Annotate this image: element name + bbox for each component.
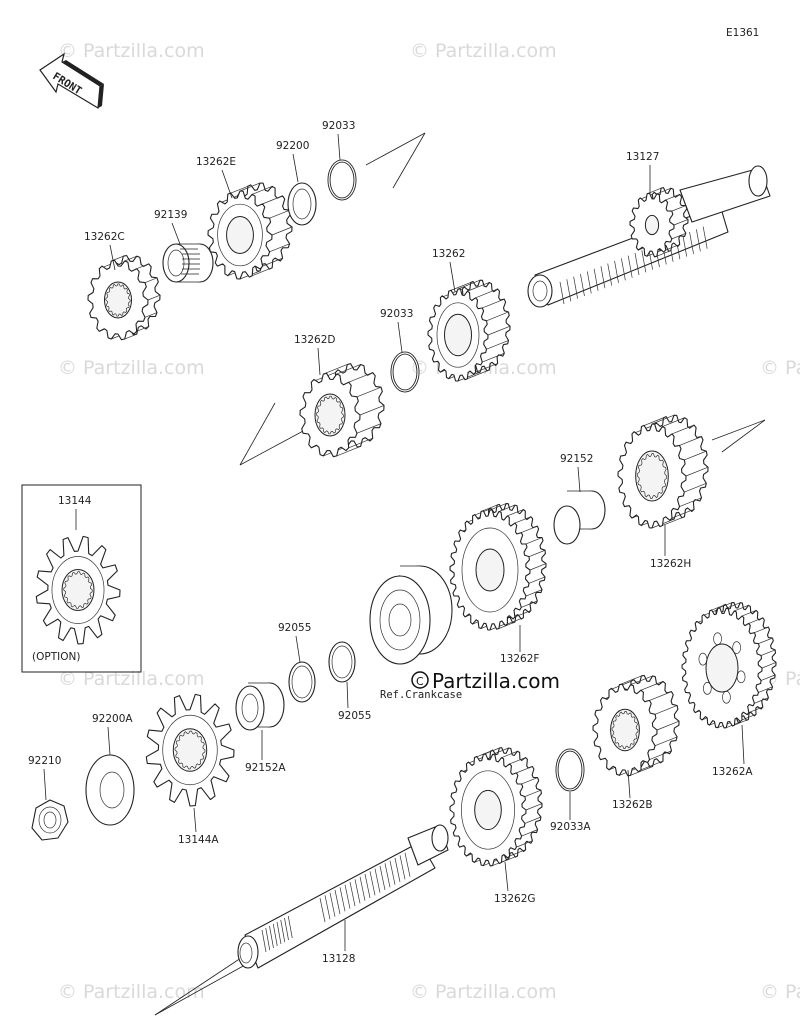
part-labels: 92033 92200 13262E 92139 13262C 13127 13…	[28, 120, 753, 965]
watermark: © Partzilla.com	[410, 981, 557, 1003]
part-label-13262: 13262	[432, 248, 465, 260]
gear-13262F-icon	[449, 503, 547, 631]
part-label-13127: 13127	[626, 151, 659, 163]
part-label-13262A: 13262A	[712, 766, 753, 778]
washer-92055-icon	[328, 641, 356, 683]
gear-13262H-icon	[617, 414, 709, 529]
option-box: (OPTION)	[21, 484, 142, 673]
part-label-13128: 13128	[322, 953, 355, 965]
bearing-92139-icon	[162, 243, 214, 283]
brand-logo: C Partzilla.com	[411, 669, 560, 693]
part-label-92152: 92152	[560, 453, 593, 465]
part-label-92139: 92139	[154, 209, 187, 221]
watermark: © Partzilla.com	[760, 357, 800, 379]
front-arrow-icon: FRONT	[39, 52, 104, 110]
gear-13262G-icon	[449, 747, 543, 867]
shaft-13127-icon	[527, 165, 771, 308]
part-label-13262E: 13262E	[196, 156, 236, 168]
part-label-13262H: 13262H	[650, 558, 691, 570]
gear-13262-icon	[427, 279, 511, 382]
part-label-13262C: 13262C	[84, 231, 125, 243]
gear-13262A-icon	[681, 601, 777, 729]
watermark: © Partzilla.com	[58, 981, 205, 1003]
collar-92152-icon	[553, 490, 606, 545]
part-label-92033b: 92033	[380, 308, 413, 320]
watermark: © Partzilla.com	[58, 40, 205, 62]
part-label-92033A: 92033A	[550, 821, 591, 833]
upper-axis-lines	[239, 132, 766, 466]
circlip-92033-icon	[390, 351, 420, 393]
part-label-13144A: 13144A	[178, 834, 219, 846]
gear-13262B-icon	[592, 674, 680, 777]
shaft-13128-icon	[154, 824, 449, 1016]
brand-name: Partzilla.com	[432, 669, 560, 693]
part-label-92210: 92210	[28, 755, 61, 767]
part-label-13262F: 13262F	[500, 653, 539, 665]
ref-crankcase-label: Ref.Crankcase	[380, 689, 462, 701]
diagram-code: E1361	[726, 27, 759, 39]
part-label-92152A: 92152A	[245, 762, 286, 774]
ball-bearing-icon	[369, 565, 453, 665]
washer-92200-icon	[287, 182, 317, 226]
option-label: (OPTION)	[32, 651, 80, 663]
collar-92152A-icon	[235, 682, 285, 731]
part-label-13262B: 13262B	[612, 799, 653, 811]
part-label-92200A: 92200A	[92, 713, 133, 725]
sprocket-13144A-icon	[145, 693, 235, 807]
nut-92210-icon	[31, 799, 69, 841]
watermark: © Partzilla.com	[760, 981, 800, 1003]
part-label-13262G: 13262G	[494, 893, 536, 905]
circlip-92033-icon	[327, 159, 357, 201]
washer-92055-icon	[288, 661, 316, 703]
watermark: © Partzilla.com	[410, 40, 557, 62]
washer-92200A-icon	[85, 754, 135, 826]
part-label-92033: 92033	[322, 120, 355, 132]
watermark: © Partzilla.com	[58, 357, 205, 379]
part-label-92200: 92200	[276, 140, 309, 152]
watermark: © Partzilla.com	[58, 668, 205, 690]
svg-text:C: C	[416, 675, 424, 688]
gear-13262D-icon	[299, 363, 385, 458]
part-label-13262D: 13262D	[294, 334, 336, 346]
gear-13262C-icon	[87, 254, 161, 341]
part-label-92055a: 92055	[278, 622, 311, 634]
part-label-13144: 13144	[58, 495, 92, 507]
gear-13262E-icon	[207, 182, 293, 280]
circlip-92033A-icon	[555, 748, 585, 792]
part-label-92055b: 92055	[338, 710, 371, 722]
